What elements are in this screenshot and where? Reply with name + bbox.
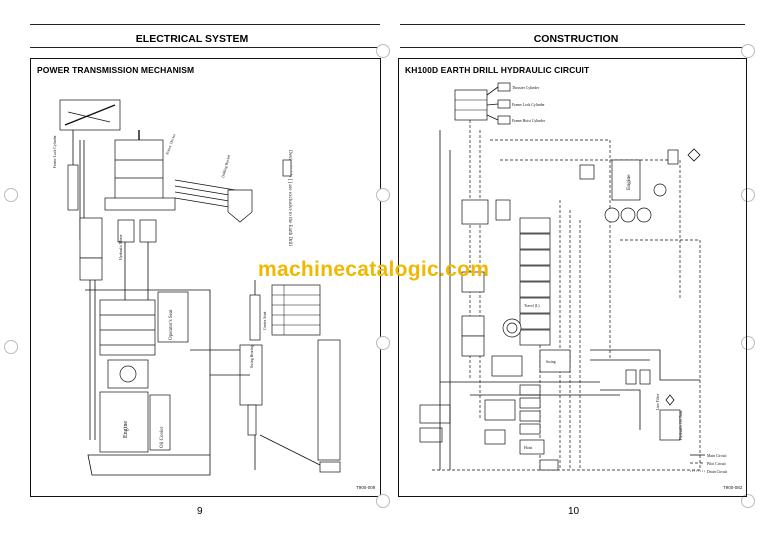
swing-bearing-label: Swing Bearing [250, 345, 254, 368]
left-header-rule [30, 24, 380, 48]
binder-hole [376, 494, 390, 508]
hydraulic-motor [117, 219, 135, 243]
frame-hoist-label: Frame Hoist Cylinder [512, 119, 546, 123]
right-page: CONSTRUCTION [376, 0, 768, 543]
hoist-box [484, 429, 506, 445]
travel-r-valve [519, 217, 551, 234]
pump [604, 207, 620, 223]
oil-cooler-label: Oil Cooler [160, 426, 165, 448]
valve-block [79, 217, 103, 259]
right-header-rule [400, 24, 745, 48]
right-diagram-frame: KH100D EARTH DRILL HYDRAULIC CIRCUIT [398, 58, 747, 497]
device-note: Device inside [ ] are exclusive to the E… [287, 150, 292, 247]
swing-valve [539, 349, 571, 373]
legend-pilot: Pilot Circuit [707, 462, 727, 466]
binder-hole [376, 188, 390, 202]
watermark-text: machinecatalogic.com [258, 258, 490, 281]
oil-tank-label: Hydraulic Oil Tank [679, 410, 683, 440]
hydraulic-oil-tank [659, 409, 681, 441]
engine-label: Engine [123, 421, 129, 438]
thruster-cyl-label: Thruster Cylinder [512, 86, 540, 90]
legend-main: Main Circuit [707, 454, 727, 458]
binder-hole [741, 336, 755, 350]
operators-seat [157, 291, 189, 343]
left-diagram-frame: POWER TRANSMISSION MECHANISM [30, 58, 381, 497]
center-joint [249, 294, 261, 341]
frame-lock-label: Frame Lock Cylinder [53, 135, 57, 168]
engine-circuit-label: Engine [626, 174, 632, 190]
left-diagram-title: POWER TRANSMISSION MECHANISM [37, 65, 195, 75]
swing-label: Swing [546, 360, 556, 364]
rotary-label: Rotary Device [165, 133, 176, 155]
binder-hole [4, 188, 18, 202]
engine [99, 391, 149, 453]
valve [461, 199, 489, 225]
right-page-header: CONSTRUCTION [533, 33, 619, 45]
engine-block [611, 159, 641, 201]
legend-drain: Drain Circuit [707, 470, 728, 474]
left-page-number: 9 [197, 506, 203, 517]
hydraulic-circuit-diagram: Thruster Cylinder Frame Lock Cylinder Fr… [419, 82, 728, 474]
frame-lock-cyl-label: Frame Lock Cylinder [512, 103, 545, 107]
binder-hole [741, 188, 755, 202]
power-transmission-diagram: Operator's Seat Engine Oil Cooler [53, 99, 341, 476]
operators-seat-label: Operator's Seat [169, 309, 174, 340]
binder-hole [741, 44, 755, 58]
binder-hole [4, 340, 18, 354]
left-figure-code: T900-009 [356, 485, 376, 490]
main-winch [99, 299, 156, 356]
oil-cooler [149, 394, 171, 451]
right-diagram-title: KH100D EARTH DRILL HYDRAULIC CIRCUIT [405, 65, 590, 75]
booster-box [484, 399, 516, 421]
hoist-label: Hoist [524, 446, 533, 450]
travel-l-label: Travel (L) [524, 304, 540, 308]
binder-hole [741, 494, 755, 508]
motor-label: Hydraulic Motor [119, 234, 123, 260]
drilling-bucket [227, 189, 253, 223]
center-joint-label: Center Joint [263, 311, 267, 330]
binder-hole [376, 44, 390, 58]
right-page-number: 10 [568, 506, 580, 517]
frame-lock-cylinder [67, 164, 79, 211]
bucket-label: Drilling Bucket [221, 153, 231, 178]
line-filter-label: Line Filter [656, 393, 660, 410]
rotary-device [114, 139, 164, 201]
left-page: ELECTRICAL SYSTEM POWER TRANSMISSION MEC… [4, 0, 385, 543]
legend-table [271, 284, 321, 336]
binder-hole [376, 336, 390, 350]
left-page-header: ELECTRICAL SYSTEM [135, 33, 249, 45]
cylinder-block [454, 89, 488, 121]
right-figure-code: T900-082 [723, 485, 743, 490]
travel-l-valve [519, 297, 551, 314]
